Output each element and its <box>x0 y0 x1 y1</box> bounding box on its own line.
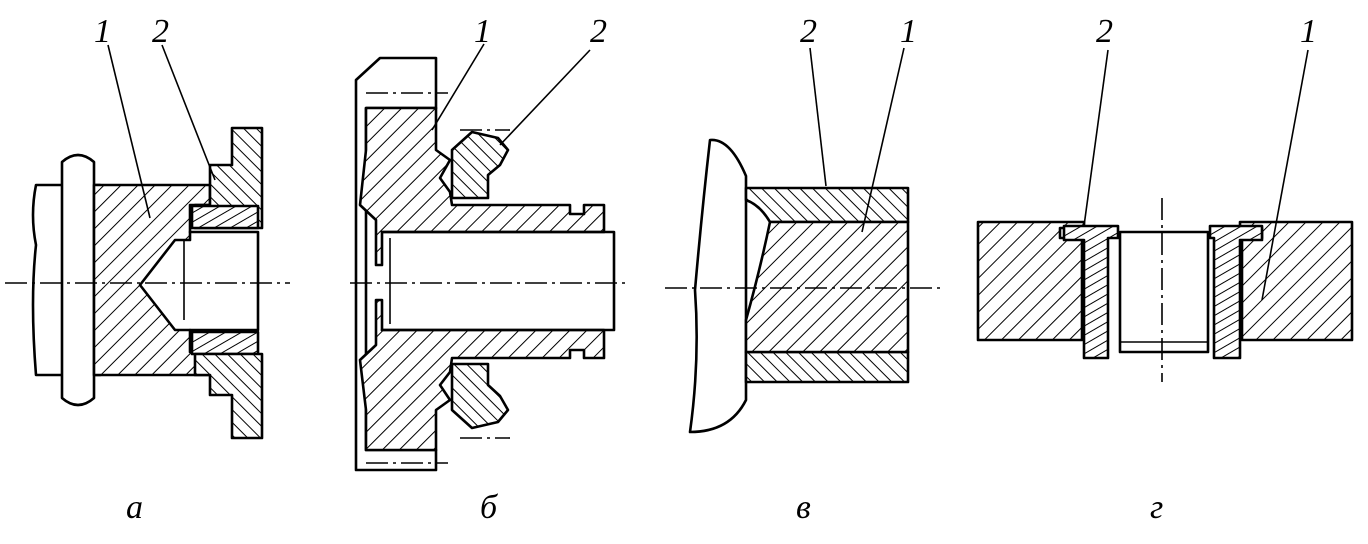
leader-1 <box>861 47 905 233</box>
bushing-part-2-left <box>1062 224 1120 360</box>
leader-2 <box>161 44 216 181</box>
wheel-disc <box>60 153 96 407</box>
callout-2: 2 <box>1096 13 1113 50</box>
leader-1 <box>1261 49 1309 301</box>
figure-v: 2 1 в <box>665 13 945 526</box>
wheel-side <box>688 138 748 434</box>
figure-g: 2 1 г <box>976 13 1354 526</box>
caption-v: в <box>796 489 811 526</box>
sleeve-part-2-upper <box>744 186 910 224</box>
caption-a: а <box>126 489 143 526</box>
flange-lower <box>193 352 264 440</box>
callout-1: 1 <box>94 13 111 50</box>
callout-2: 2 <box>152 13 169 50</box>
hub-part-1-lower <box>358 298 606 452</box>
leader-1 <box>431 43 485 131</box>
callout-1: 1 <box>474 13 491 50</box>
bushing-part-2-lower <box>190 330 260 356</box>
callout-2: 2 <box>800 13 817 50</box>
shaft-outline <box>31 183 102 377</box>
bore-outline <box>188 230 260 332</box>
callout-1: 1 <box>1300 13 1317 50</box>
leader-2 <box>809 47 827 187</box>
callout-2: 2 <box>590 13 607 50</box>
figure-b: 1 2 б <box>350 13 630 526</box>
core-part-1 <box>744 220 910 354</box>
bushing-part-2-upper <box>190 204 260 230</box>
leader-1 <box>107 44 151 219</box>
callout-1: 1 <box>900 13 917 50</box>
caption-g: г <box>1150 489 1163 526</box>
bushing-part-2-right <box>1208 224 1264 360</box>
leader-2 <box>1083 49 1109 227</box>
bore-b <box>380 230 616 332</box>
sleeve-part-2-lower <box>744 350 910 384</box>
hub-part-1-upper <box>358 106 606 267</box>
caption-b: б <box>480 489 499 526</box>
ring-part-2-lower <box>450 362 510 430</box>
figure-a: 1 2 а <box>5 13 290 526</box>
ring-part-2-upper <box>450 130 510 200</box>
leader-2 <box>499 49 591 146</box>
bore-g <box>1118 230 1210 354</box>
